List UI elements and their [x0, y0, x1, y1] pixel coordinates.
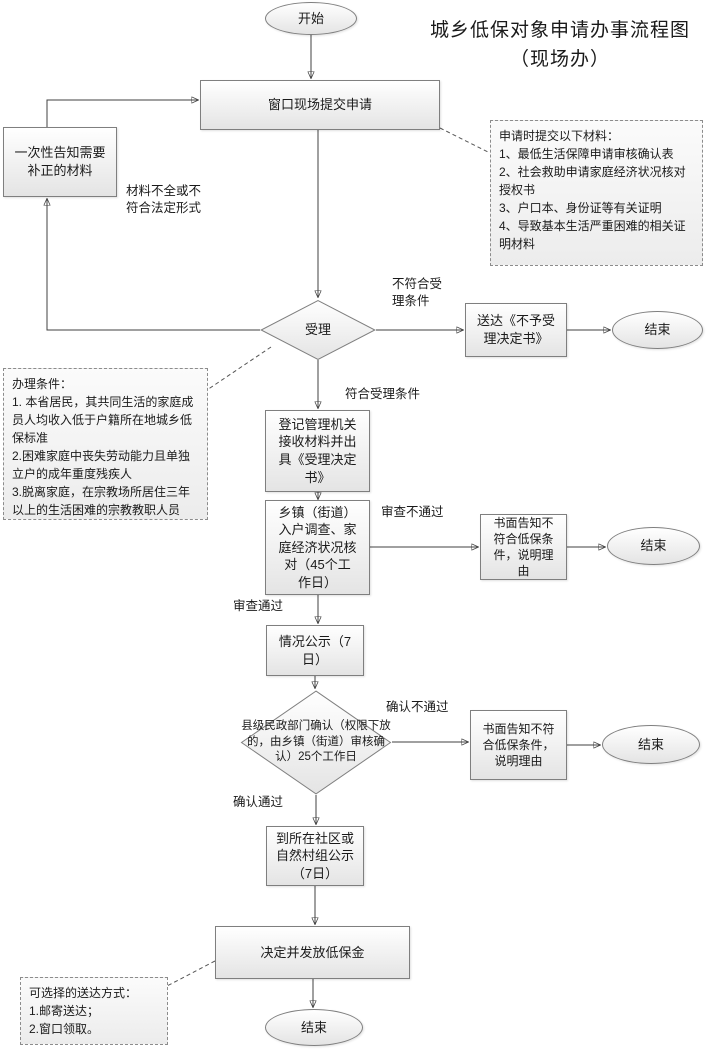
link-delivery-annotation — [166, 960, 216, 987]
edge-label-incomplete-materials: 材料不全或不符合法定形式 — [126, 184, 202, 215]
edge-label-not-meet-conditions: 不符合受理条件 — [392, 277, 443, 308]
publicity-step-1: 情况公示（7日） — [266, 625, 364, 676]
accept-decision: 受理 — [260, 300, 376, 360]
diamond-shape — [240, 690, 392, 795]
edge-label-confirm-fail: 确认不通过 — [386, 700, 449, 714]
edge-label-meet-conditions: 符合受理条件 — [345, 387, 421, 401]
decide-issue-allowance-step: 决定并发放低保金 — [215, 926, 410, 979]
accept-decision-label: 受理 — [304, 322, 331, 338]
link-materials-annotation — [439, 127, 491, 154]
edge-notify-to-submit — [46, 100, 198, 127]
end-terminator-final: 结束 — [265, 1009, 363, 1046]
register-acceptance-step: 登记管理机关接收材料并出具《受理决定书》 — [265, 410, 370, 492]
submit-application-step: 窗口现场提交申请 — [200, 80, 440, 130]
confirm-decision-label: 县级民政部门确认（权限下放的，由乡镇（街道）审核确认）25个工作日 — [241, 720, 391, 764]
end-terminator-1: 结束 — [612, 311, 703, 349]
written-notice-step-1: 书面告知不符合低保条件，说明理由 — [480, 514, 567, 580]
start-terminator: 开始 — [265, 2, 357, 35]
edge-label-review-pass: 审查通过 — [233, 599, 284, 613]
delivery-annotation: 可选择的送达方式： 1.邮寄送达； 2.窗口领取。 — [20, 977, 168, 1045]
deliver-rejection-step: 送达《不予受理决定书》 — [465, 303, 567, 357]
edge-accept-to-notify — [47, 199, 260, 331]
edge-label-confirm-pass: 确认通过 — [233, 795, 284, 809]
link-conditions-annotation — [206, 346, 272, 391]
materials-annotation: 申请时提交以下材料： 1、最低生活保障申请审核确认表 2、社会救助申请家庭经济状… — [490, 120, 703, 266]
page-title: 城乡低保对象申请办事流程图 （现场办） — [429, 20, 690, 71]
notify-correction-step: 一次性告知需要补正的材料 — [3, 127, 117, 197]
confirm-decision: 县级民政部门确认（权限下放的，由乡镇（街道）审核确认）25个工作日 — [240, 690, 392, 795]
household-survey-step: 乡镇（街道）入户调查、家庭经济状况核对（45个工作日） — [265, 500, 370, 595]
written-notice-step-2: 书面告知不符合低保条件，说明理由 — [470, 710, 567, 780]
end-terminator-2: 结束 — [607, 527, 700, 565]
diamond-shape — [260, 300, 376, 360]
publicity-step-2: 到所在社区或自然村组公示（7日） — [266, 826, 364, 886]
conditions-annotation: 办理条件： 1. 本省居民，其共同生活的家庭成员人均收入低于户籍所在地城乡低保标… — [3, 368, 208, 520]
edge-label-review-fail: 审查不通过 — [381, 505, 444, 519]
end-terminator-3: 结束 — [602, 725, 700, 764]
